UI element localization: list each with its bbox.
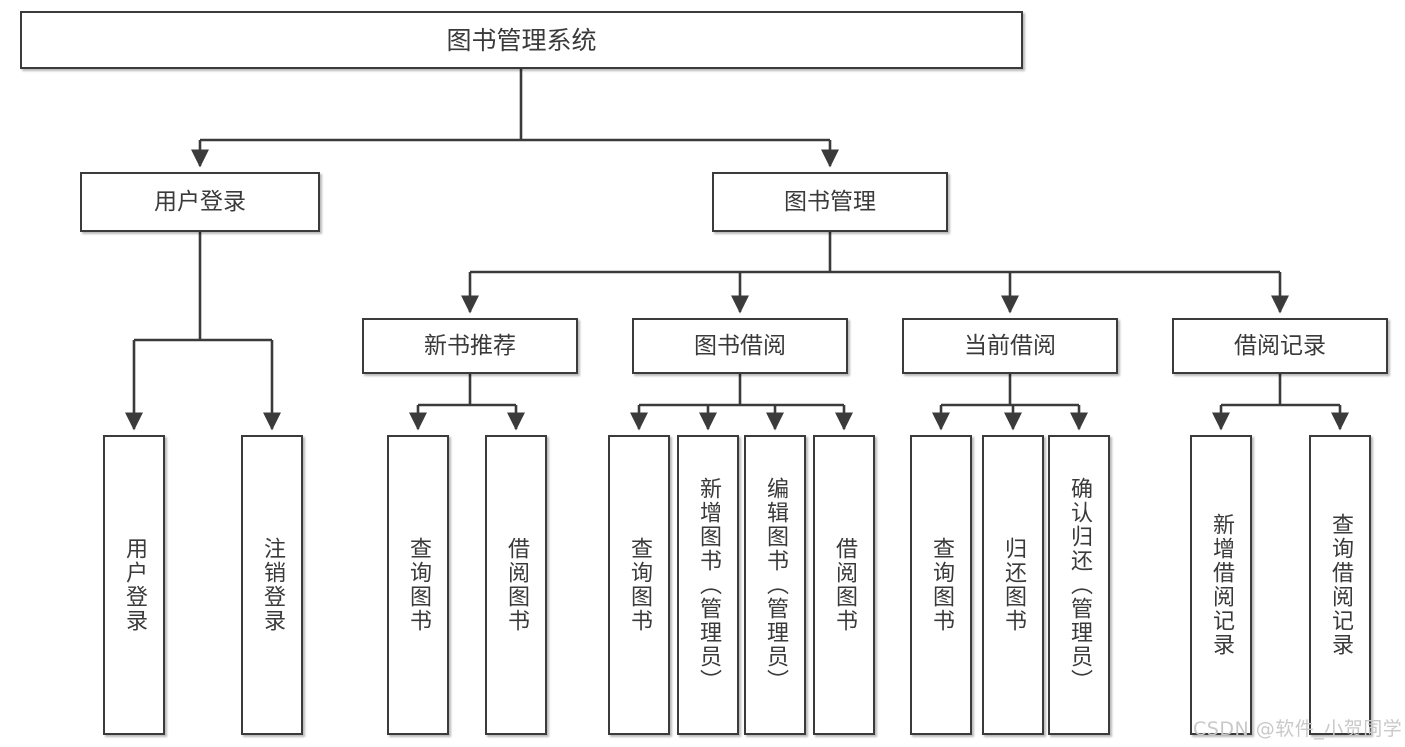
node-leaf-leaf-query-borrow-rec[interactable]: 查询借阅记录 — [1309, 435, 1371, 735]
node-subbranch-label: 图书借阅 — [694, 332, 786, 359]
node-leaf-leaf-user-logout[interactable]: 注销登录 — [241, 435, 303, 735]
node-leaf-label: 借阅图书 — [832, 537, 857, 633]
node-leaf-label: 确认归还（管理员） — [1067, 477, 1092, 693]
node-branch-label: 用户登录 — [154, 188, 246, 215]
node-leaf-leaf-borrow-book-2[interactable]: 借阅图书 — [813, 435, 875, 735]
node-leaf-leaf-return-book[interactable]: 归还图书 — [982, 435, 1044, 735]
node-subbranch-label: 借阅记录 — [1234, 332, 1326, 359]
node-subbranch-borrow-record[interactable]: 借阅记录 — [1172, 318, 1388, 374]
node-leaf-label: 新增图书（管理员） — [696, 477, 721, 693]
node-leaf-leaf-borrow-book-1[interactable]: 借阅图书 — [485, 435, 547, 735]
node-leaf-leaf-add-borrow-record[interactable]: 新增借阅记录 — [1190, 435, 1252, 735]
node-leaf-label: 归还图书 — [1001, 537, 1026, 633]
node-branch-book-management[interactable]: 图书管理 — [712, 172, 948, 232]
node-leaf-label: 新增借阅记录 — [1209, 513, 1234, 657]
node-subbranch-label: 当前借阅 — [964, 332, 1056, 359]
node-leaf-leaf-query-book-1[interactable]: 查询图书 — [387, 435, 449, 735]
node-leaf-label: 查询图书 — [929, 537, 954, 633]
node-leaf-label: 查询图书 — [406, 537, 431, 633]
node-leaf-label: 查询借阅记录 — [1328, 513, 1353, 657]
node-leaf-label: 编辑图书（管理员） — [763, 477, 788, 693]
node-leaf-leaf-query-book-2[interactable]: 查询图书 — [608, 435, 670, 735]
node-branch-user-login[interactable]: 用户登录 — [80, 172, 320, 232]
node-branch-label: 图书管理 — [784, 188, 876, 215]
node-leaf-leaf-confirm-return[interactable]: 确认归还（管理员） — [1048, 435, 1110, 735]
node-leaf-label: 用户登录 — [122, 537, 147, 633]
node-leaf-leaf-query-book-3[interactable]: 查询图书 — [910, 435, 972, 735]
node-leaf-label: 注销登录 — [260, 537, 285, 633]
node-subbranch-current-borrow[interactable]: 当前借阅 — [902, 318, 1118, 374]
node-root-label: 图书管理系统 — [446, 25, 597, 55]
node-subbranch-book-borrow[interactable]: 图书借阅 — [632, 318, 848, 374]
node-subbranch-new-book-recommend[interactable]: 新书推荐 — [362, 318, 578, 374]
node-leaf-leaf-edit-book-admin[interactable]: 编辑图书（管理员） — [744, 435, 806, 735]
node-root-root[interactable]: 图书管理系统 — [20, 11, 1023, 69]
node-leaf-leaf-user-login[interactable]: 用户登录 — [103, 435, 165, 735]
node-leaf-label: 借阅图书 — [504, 537, 529, 633]
node-leaf-label: 查询图书 — [627, 537, 652, 633]
node-subbranch-label: 新书推荐 — [424, 332, 516, 359]
csdn-watermark: CSDN @软件_小贺同学 — [1193, 718, 1403, 740]
node-leaf-leaf-add-book-admin[interactable]: 新增图书（管理员） — [677, 435, 739, 735]
